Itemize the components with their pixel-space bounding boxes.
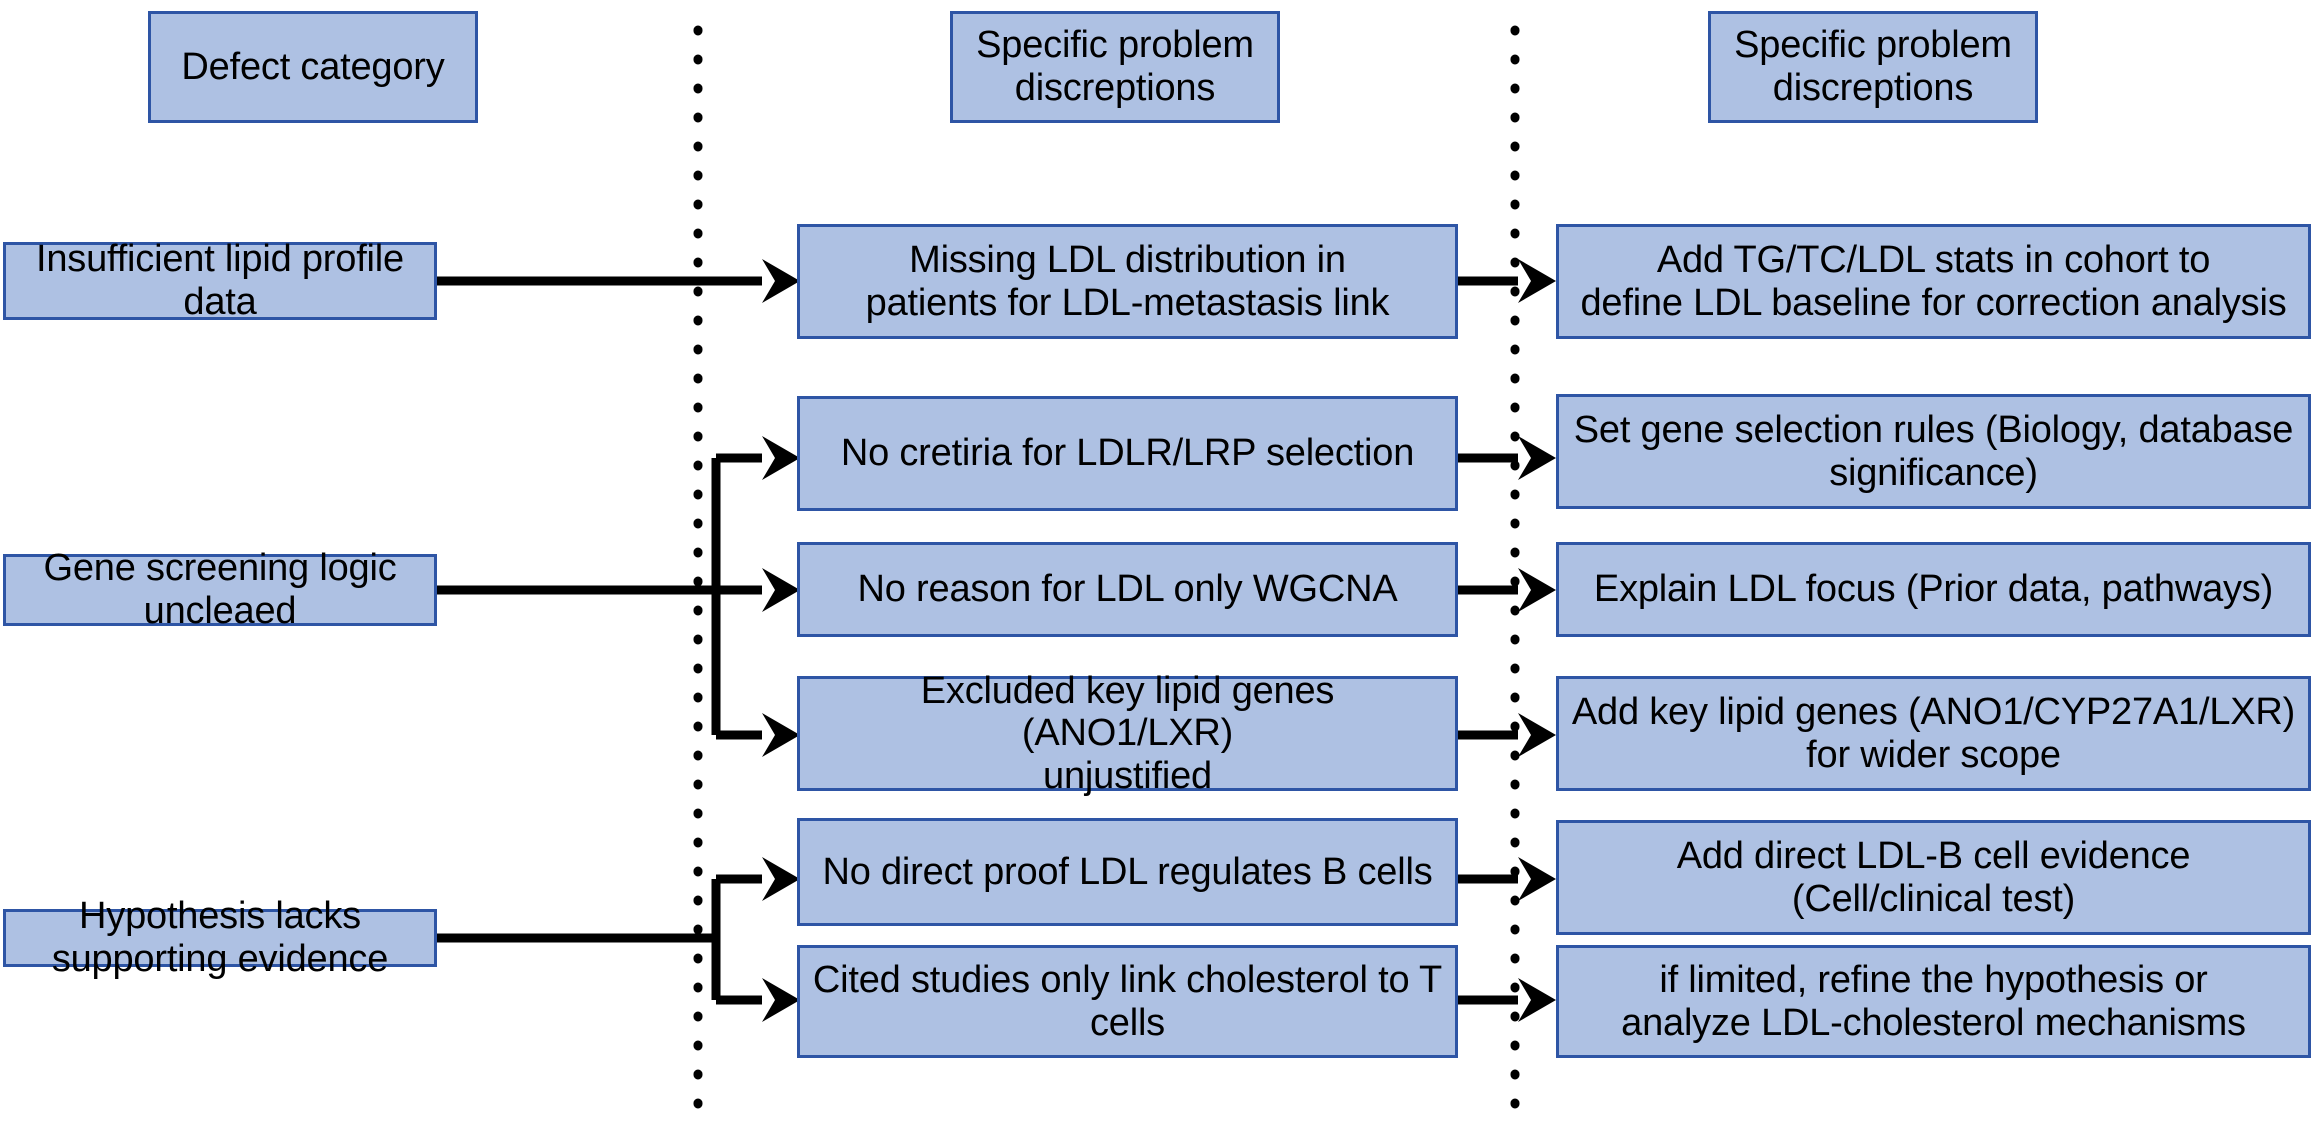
header-specific-problem-discreptions-1: Specific problem discreptions: [950, 11, 1280, 123]
header-defect-category: Defect category: [148, 11, 478, 123]
arrow-prob-1-to-sol-1: [1458, 259, 1556, 303]
solution-refine-hypothesis[interactable]: if limited, refine the hypothesis or ana…: [1556, 945, 2311, 1058]
problem-no-cretiria-ldlr-lrp[interactable]: No cretiria for LDLR/LRP selection: [797, 396, 1458, 511]
solution-add-direct-ldl-b-cell-evidence[interactable]: Add direct LDL-B cell evidence (Cell/cli…: [1556, 820, 2311, 935]
solution-add-key-lipid-genes[interactable]: Add key lipid genes (ANO1/CYP27A1/LXR) f…: [1556, 676, 2311, 791]
problem-excluded-key-lipid-genes[interactable]: Excluded key lipid genes (ANO1/LXR) unju…: [797, 670, 1458, 797]
arrow-prob-2-to-sol-2: [1458, 436, 1556, 480]
arrow-prob-4-to-sol-4: [1458, 713, 1556, 757]
arrow-prob-3-to-sol-3: [1458, 568, 1556, 612]
branch-hypothesis: [437, 857, 800, 1022]
problem-missing-ldl-distribution[interactable]: Missing LDL distribution in patients for…: [797, 224, 1458, 339]
problem-no-direct-proof-ldl-b-cells[interactable]: No direct proof LDL regulates B cells: [797, 818, 1458, 926]
category-gene-screening-logic-uncleaed[interactable]: Gene screening logic uncleaed: [3, 547, 437, 632]
arrow-prob-6-to-sol-6: [1458, 978, 1556, 1022]
arrow-prob-5-to-sol-5: [1458, 857, 1556, 901]
header-specific-problem-discreptions-2: Specific problem discreptions: [1708, 11, 2038, 123]
solution-add-tg-tc-ldl-stats[interactable]: Add TG/TC/LDL stats in cohort to define …: [1556, 224, 2311, 339]
arrow-cat-lipid-to-prob-1: [437, 259, 800, 303]
solution-explain-ldl-focus[interactable]: Explain LDL focus (Prior data, pathways): [1556, 542, 2311, 637]
problem-cited-studies-cholesterol-t-cells[interactable]: Cited studies only link cholesterol to T…: [797, 945, 1458, 1058]
solution-set-gene-selection-rules[interactable]: Set gene selection rules (Biology, datab…: [1556, 394, 2311, 509]
problem-no-reason-ldl-only-wgcna[interactable]: No reason for LDL only WGCNA: [797, 542, 1458, 637]
branch-gene-screening: [437, 436, 800, 757]
category-insufficient-lipid-profile-data[interactable]: Insufficient lipid profile data: [3, 238, 437, 323]
category-hypothesis-lacks-supporting-evidence[interactable]: Hypothesis lacks supporting evidence: [3, 895, 437, 980]
